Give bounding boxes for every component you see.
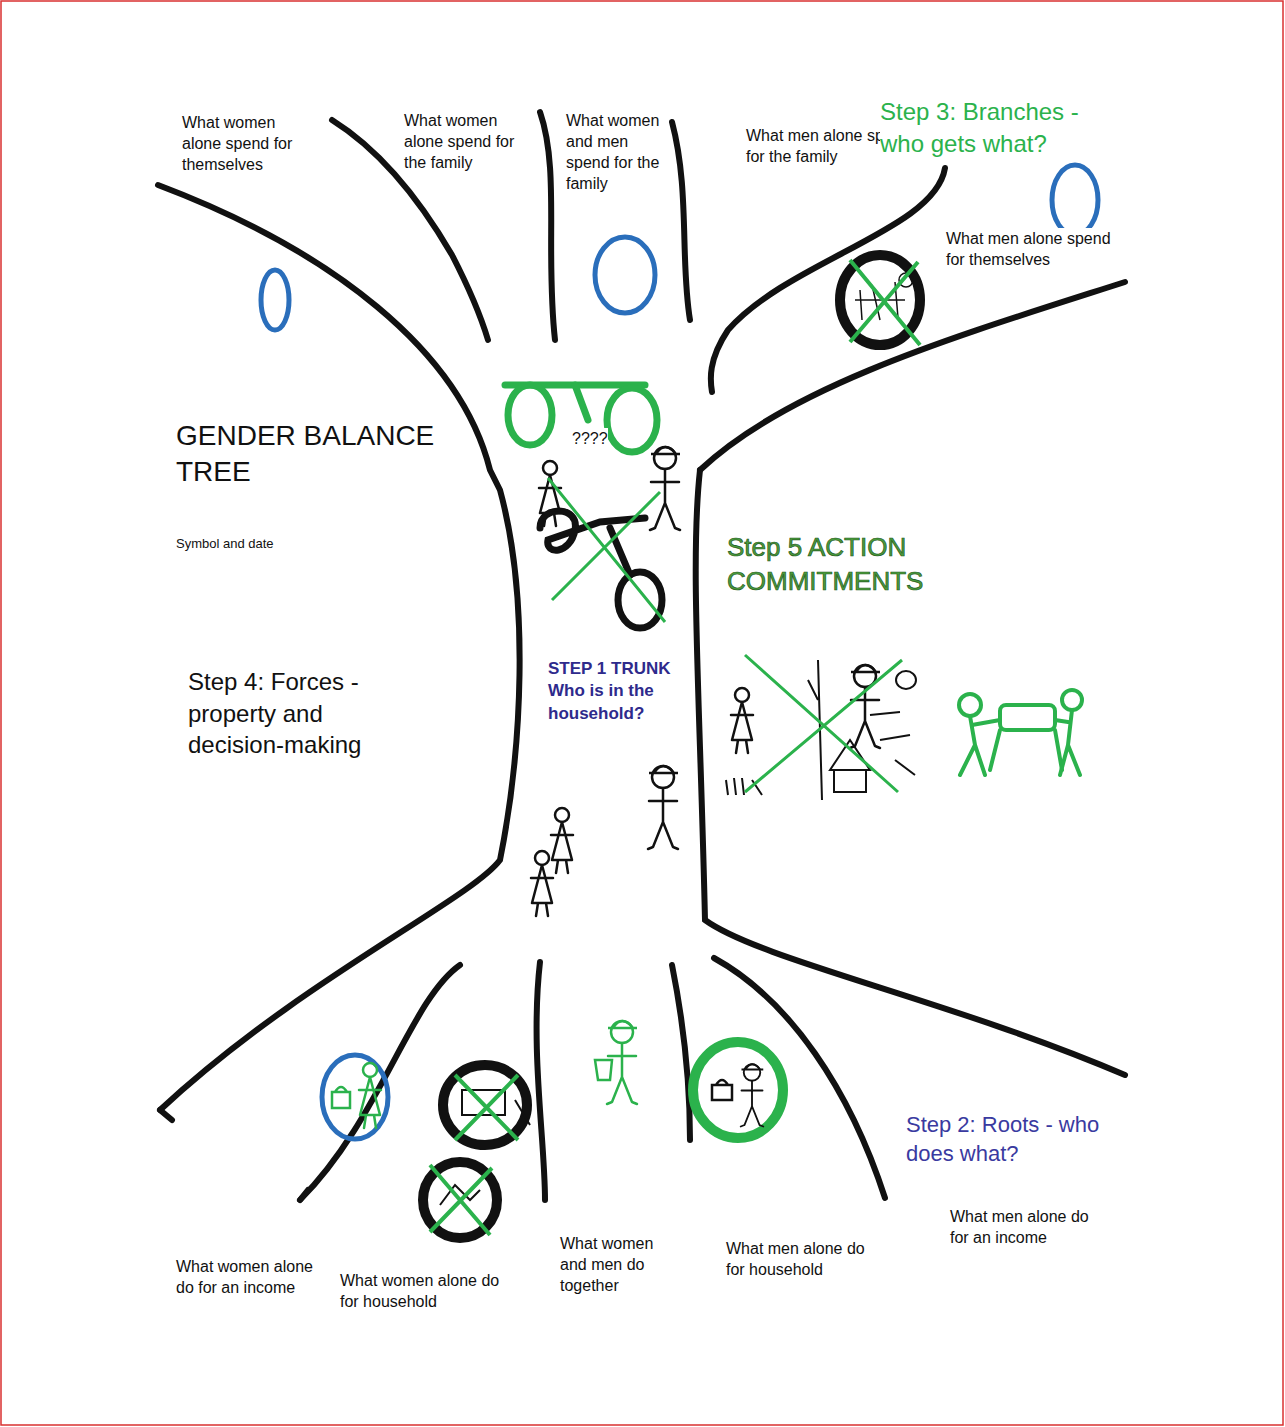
branch-label: What men alone spend for themselves bbox=[946, 228, 1124, 270]
figure-body bbox=[1055, 710, 1080, 775]
woman-figure bbox=[539, 461, 561, 526]
basket-symbol bbox=[712, 1080, 732, 1100]
man-figure bbox=[650, 447, 680, 530]
root-label: What men alone do for an income bbox=[950, 1206, 1100, 1248]
branch-label-anchor: What women and men spend for the family bbox=[566, 110, 666, 194]
cross-mark bbox=[745, 655, 902, 792]
man-figure bbox=[741, 1064, 764, 1126]
root-label-anchor: What men alone do for household bbox=[726, 1238, 871, 1280]
empty-circle bbox=[595, 237, 655, 313]
step-heading-anchor: Step 3: Branches - who gets what? bbox=[880, 96, 1105, 159]
woman-figure bbox=[731, 688, 753, 753]
bicycle-wheel bbox=[607, 388, 657, 452]
crossed-spending-circle bbox=[840, 255, 920, 345]
cross-mark bbox=[455, 1075, 518, 1140]
figure-body bbox=[960, 716, 1000, 775]
cart-symbol bbox=[990, 730, 1062, 770]
root-line bbox=[537, 962, 545, 1200]
branch-label-anchor: What men alone spend for themselves bbox=[946, 228, 1124, 270]
branch-line bbox=[672, 122, 690, 320]
step-heading-anchor: Step 5 ACTION COMMITMENTS bbox=[727, 530, 977, 599]
root-symbols bbox=[322, 1021, 783, 1238]
step-heading: Step 4: Forces - property and decision-m… bbox=[188, 666, 403, 761]
household-figures bbox=[531, 766, 678, 916]
woman-figure bbox=[359, 1063, 381, 1128]
bicycle-wheel bbox=[618, 572, 662, 628]
black-circle bbox=[423, 1162, 497, 1238]
bicycle-frame bbox=[575, 385, 588, 420]
tree-outline bbox=[158, 112, 1125, 1200]
animal-symbol bbox=[896, 671, 916, 689]
step-heading-anchor: Step 4: Forces - property and decision-m… bbox=[188, 666, 403, 761]
symbol-date-note: Symbol and date bbox=[176, 535, 274, 552]
woman-figure bbox=[551, 808, 573, 873]
man-figure bbox=[850, 665, 880, 748]
cross-mark bbox=[548, 478, 665, 622]
root-line bbox=[714, 958, 885, 1198]
root-label: What women and men do together bbox=[560, 1233, 665, 1296]
step-heading-anchor: STEP 1 TRUNK Who is in the household? bbox=[548, 658, 688, 725]
cart-symbol bbox=[1000, 705, 1055, 730]
diagram-title-anchor: GENDER BALANCE TREE bbox=[176, 418, 446, 491]
diagram-title: GENDER BALANCE TREE bbox=[176, 418, 446, 491]
branch-label-anchor: What women alone spend for the family bbox=[404, 110, 526, 173]
branch-line bbox=[700, 282, 1125, 470]
branch-line bbox=[540, 112, 555, 340]
branch-label-anchor: What women alone spend for themselves bbox=[182, 112, 307, 175]
root-tick bbox=[160, 1110, 172, 1120]
green-circle bbox=[693, 1042, 783, 1138]
root-line bbox=[672, 965, 690, 1140]
house-symbol bbox=[830, 740, 870, 770]
black-circle bbox=[443, 1065, 527, 1145]
branch-label: What women alone spend for themselves bbox=[182, 112, 307, 175]
root-label-anchor: What men alone do for an income bbox=[950, 1206, 1100, 1248]
figure-head bbox=[959, 694, 981, 716]
green-bicycle bbox=[505, 385, 657, 452]
branch-line bbox=[711, 168, 945, 392]
root-label: What women alone do for an income bbox=[176, 1256, 321, 1298]
woman-figure bbox=[531, 851, 553, 916]
green-cart-scene bbox=[959, 690, 1082, 775]
basket-symbol bbox=[332, 1087, 350, 1108]
root-label: What men alone do for household bbox=[726, 1238, 871, 1280]
trunk-left-edge bbox=[158, 185, 520, 1110]
branch-label: What women and men spend for the family bbox=[566, 110, 666, 194]
crossed-property-scene bbox=[726, 655, 916, 800]
root-label: What women alone do for household bbox=[340, 1270, 500, 1312]
man-figure bbox=[648, 766, 678, 849]
root-tick bbox=[300, 1190, 308, 1200]
root-label-anchor: What women alone do for an income bbox=[176, 1256, 321, 1298]
blue-circle bbox=[322, 1055, 388, 1139]
empty-circle bbox=[1052, 165, 1098, 235]
cross-mark bbox=[850, 260, 920, 345]
empty-circle bbox=[261, 270, 289, 330]
root-label-anchor: What women and men do together bbox=[560, 1233, 665, 1296]
black-circle bbox=[840, 255, 920, 345]
step-heading: Step 3: Branches - who gets what? bbox=[880, 96, 1105, 159]
animal-symbol bbox=[870, 712, 915, 775]
step-heading: STEP 1 TRUNK Who is in the household? bbox=[548, 658, 688, 725]
bicycle-wheel bbox=[508, 385, 552, 445]
crossed-bicycle bbox=[539, 447, 680, 628]
symbol-date-note-anchor: Symbol and date bbox=[176, 534, 336, 552]
branch-label: What women alone spend for the family bbox=[404, 110, 526, 173]
bucket-symbol bbox=[595, 1060, 612, 1080]
root-label-anchor: What women alone do for household bbox=[340, 1270, 500, 1312]
trunk-right-edge bbox=[696, 470, 1125, 1075]
cross-mark bbox=[430, 1165, 492, 1235]
step-heading: Step 5 ACTION COMMITMENTS bbox=[727, 530, 977, 599]
step-heading: Step 2: Roots - who does what? bbox=[906, 1110, 1141, 1168]
house-symbol bbox=[834, 770, 866, 792]
question-marks: ???? bbox=[572, 428, 608, 449]
step-heading-anchor: Step 2: Roots - who does what? bbox=[906, 1110, 1141, 1168]
question-marks-anchor: ???? bbox=[572, 428, 632, 449]
figure-head bbox=[1062, 690, 1082, 710]
